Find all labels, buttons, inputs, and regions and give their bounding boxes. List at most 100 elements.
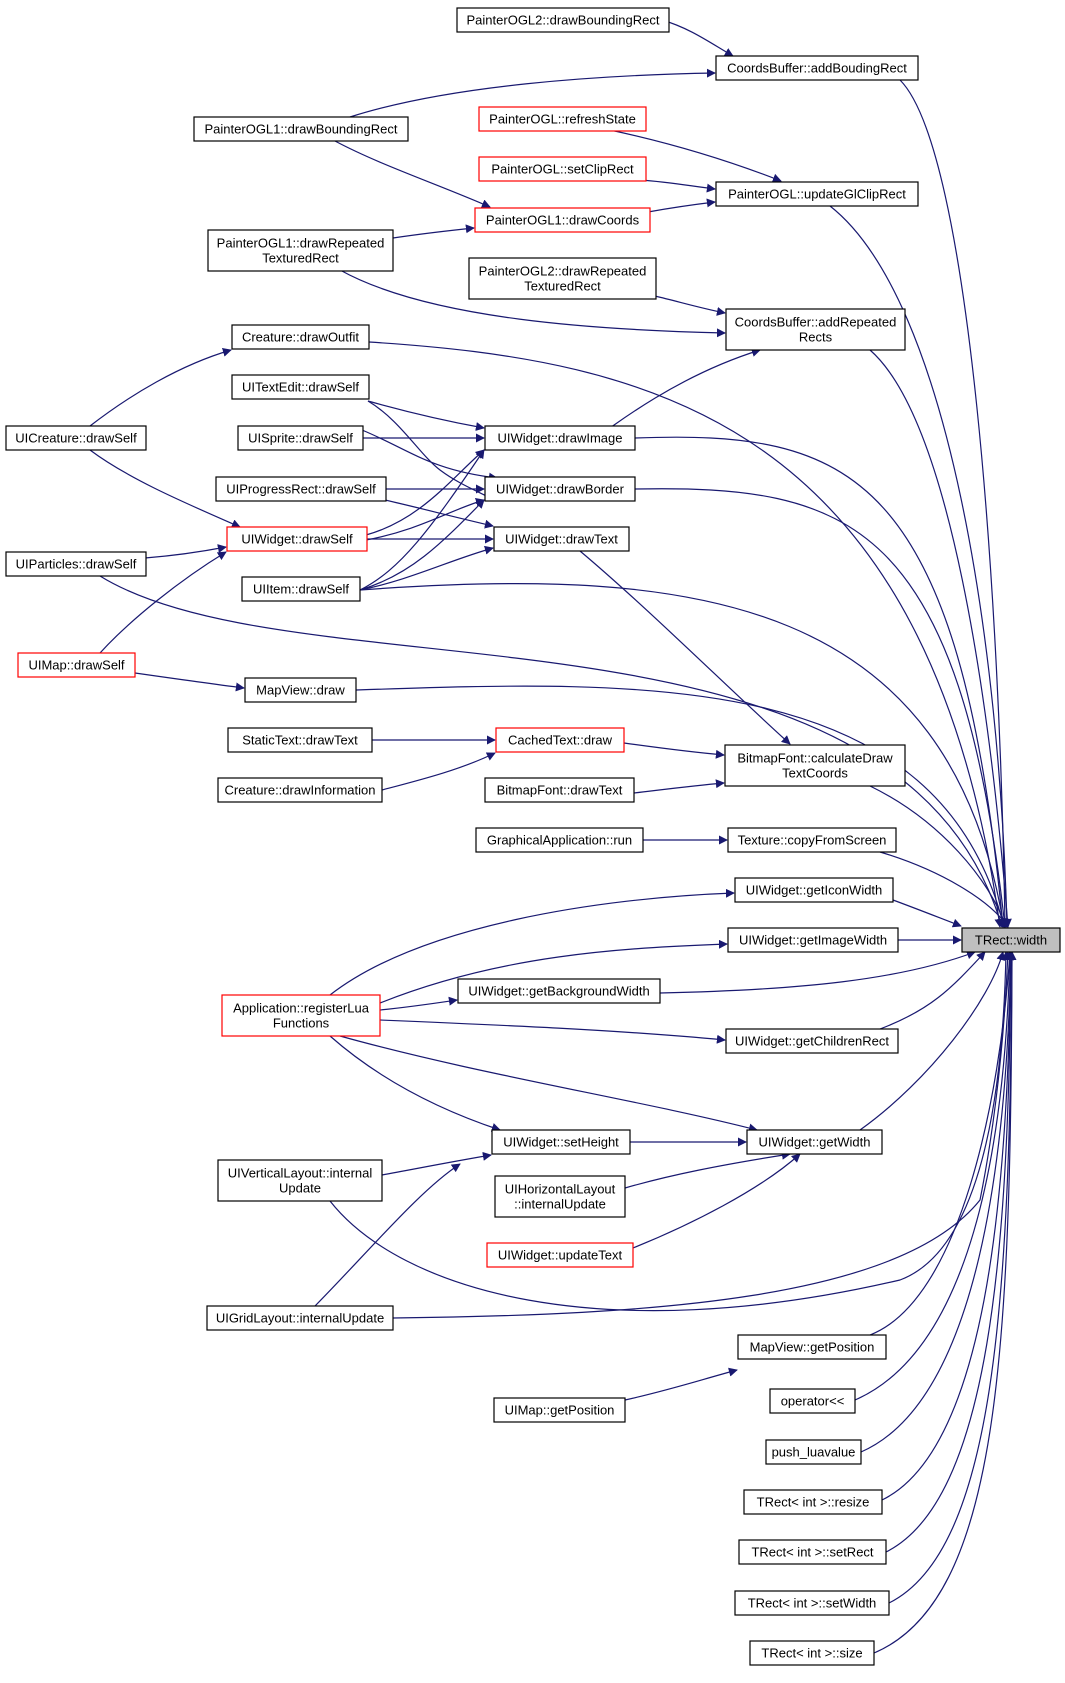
- node-push-luavalue[interactable]: push_luavalue: [765, 1439, 862, 1465]
- node-box[interactable]: [244, 677, 357, 703]
- node-painterogl-updateglcliprect[interactable]: PainterOGL::updateGlClipRect: [715, 181, 919, 207]
- node-box[interactable]: [769, 1388, 856, 1414]
- node-box[interactable]: [715, 55, 919, 81]
- node-box[interactable]: [737, 1334, 887, 1360]
- node-box[interactable]: [17, 652, 136, 678]
- node-box[interactable]: [765, 1439, 862, 1465]
- node-box[interactable]: [727, 827, 897, 853]
- node-box[interactable]: [484, 425, 636, 451]
- node-trect-width[interactable]: TRect::width: [961, 927, 1061, 953]
- node-uiwidget-getimagewidth[interactable]: UIWidget::getImageWidth: [727, 927, 899, 953]
- node-graphicalapplication-run[interactable]: GraphicalApplication::run: [475, 827, 644, 853]
- node-bitmapfont-drawtext[interactable]: BitmapFont::drawText: [484, 777, 635, 803]
- node-mapview-draw[interactable]: MapView::draw: [244, 677, 357, 703]
- node-texture-copyfromscreen[interactable]: Texture::copyFromScreen: [727, 827, 897, 853]
- node-box[interactable]: [226, 526, 368, 552]
- node-trect-resize[interactable]: TRect< int >::resize: [743, 1489, 883, 1515]
- node-uiwidget-getwidth[interactable]: UIWidget::getWidth: [746, 1129, 883, 1155]
- node-painterogl-refreshstate[interactable]: PainterOGL::refreshState: [478, 106, 647, 132]
- node-trect-size[interactable]: TRect< int >::size: [749, 1640, 875, 1666]
- node-box[interactable]: [493, 1397, 626, 1423]
- node-box[interactable]: [5, 551, 147, 577]
- node-statictext-drawtext[interactable]: StaticText::drawText: [227, 727, 373, 753]
- node-uimap-drawself[interactable]: UIMap::drawSelf: [17, 652, 136, 678]
- node-uiparticles-drawself[interactable]: UIParticles::drawSelf: [5, 551, 147, 577]
- node-uiwidget-drawtext[interactable]: UIWidget::drawText: [493, 526, 630, 552]
- node-uiwidget-drawborder[interactable]: UIWidget::drawBorder: [484, 476, 636, 502]
- node-box[interactable]: [486, 1242, 634, 1268]
- node-uigridlayout-internal[interactable]: UIGridLayout::internalUpdate: [206, 1305, 394, 1331]
- node-uiwidget-geticonwidth[interactable]: UIWidget::getIconWidth: [734, 877, 894, 903]
- node-box[interactable]: [221, 994, 381, 1037]
- node-box[interactable]: [725, 1028, 899, 1054]
- node-uicreature-drawself[interactable]: UICreature::drawSelf: [5, 425, 147, 451]
- node-creature-drawinformation[interactable]: Creature::drawInformation: [217, 777, 383, 803]
- node-creature-drawoutfit[interactable]: Creature::drawOutfit: [231, 324, 370, 350]
- node-cachedtext-draw[interactable]: CachedText::draw: [495, 727, 625, 753]
- node-box[interactable]: [206, 1305, 394, 1331]
- node-operator-shift[interactable]: operator<<: [769, 1388, 856, 1414]
- node-uisprite-drawself[interactable]: UISprite::drawSelf: [237, 425, 364, 451]
- node-box[interactable]: [231, 324, 370, 350]
- node-box[interactable]: [746, 1129, 883, 1155]
- node-box[interactable]: [241, 576, 361, 602]
- node-box[interactable]: [456, 7, 670, 33]
- node-uiwidget-setheight[interactable]: UIWidget::setHeight: [491, 1129, 631, 1155]
- node-box[interactable]: [5, 425, 147, 451]
- node-box[interactable]: [457, 978, 661, 1004]
- node-box[interactable]: [484, 476, 636, 502]
- node-box[interactable]: [491, 1129, 631, 1155]
- node-box[interactable]: [749, 1640, 875, 1666]
- node-box[interactable]: [484, 777, 635, 803]
- node-box[interactable]: [738, 1539, 887, 1565]
- node-painterogl1-drawcoords[interactable]: PainterOGL1::drawCoords: [474, 207, 651, 233]
- node-trect-setwidth[interactable]: TRect< int >::setWidth: [734, 1590, 890, 1616]
- node-box[interactable]: [734, 877, 894, 903]
- node-box[interactable]: [495, 727, 625, 753]
- node-box[interactable]: [217, 777, 383, 803]
- node-coordsbuffer-addbouding[interactable]: CoordsBuffer::addBoudingRect: [715, 55, 919, 81]
- node-box[interactable]: [715, 181, 919, 207]
- node-box[interactable]: [217, 1159, 383, 1202]
- node-box[interactable]: [475, 827, 644, 853]
- node-box[interactable]: [724, 744, 906, 787]
- node-box[interactable]: [237, 425, 364, 451]
- node-box[interactable]: [474, 207, 651, 233]
- node-box[interactable]: [231, 374, 370, 400]
- node-uitextedit-drawself[interactable]: UITextEdit::drawSelf: [231, 374, 370, 400]
- node-uiwidget-drawimage[interactable]: UIWidget::drawImage: [484, 425, 636, 451]
- node-painterogl1-drawbounding[interactable]: PainterOGL1::drawBoundingRect: [193, 116, 409, 142]
- node-uihorizontallayout-internal[interactable]: UIHorizontalLayout::internalUpdate: [494, 1175, 626, 1218]
- node-box[interactable]: [727, 927, 899, 953]
- node-box[interactable]: [215, 476, 387, 502]
- node-box[interactable]: [743, 1489, 883, 1515]
- node-painterogl2-drawbounding[interactable]: PainterOGL2::drawBoundingRect: [456, 7, 670, 33]
- node-box[interactable]: [227, 727, 373, 753]
- node-uimap-getposition[interactable]: UIMap::getPosition: [493, 1397, 626, 1423]
- node-box[interactable]: [734, 1590, 890, 1616]
- node-uiverticallayout-internal[interactable]: UIVerticalLayout::internalUpdate: [217, 1159, 383, 1202]
- node-box[interactable]: [725, 308, 906, 351]
- node-mapview-getposition[interactable]: MapView::getPosition: [737, 1334, 887, 1360]
- node-uiwidget-updatetext[interactable]: UIWidget::updateText: [486, 1242, 634, 1268]
- node-box[interactable]: [193, 116, 409, 142]
- node-box[interactable]: [478, 106, 647, 132]
- node-uiitem-drawself[interactable]: UIItem::drawSelf: [241, 576, 361, 602]
- node-box[interactable]: [468, 257, 657, 300]
- node-box[interactable]: [478, 156, 647, 182]
- node-box[interactable]: [493, 526, 630, 552]
- node-painterogl-setcliprect[interactable]: PainterOGL::setClipRect: [478, 156, 647, 182]
- node-uiwidget-getbackgroundwidth[interactable]: UIWidget::getBackgroundWidth: [457, 978, 661, 1004]
- node-uiwidget-drawself[interactable]: UIWidget::drawSelf: [226, 526, 368, 552]
- node-box[interactable]: [961, 927, 1061, 953]
- node-trect-setrect[interactable]: TRect< int >::setRect: [738, 1539, 887, 1565]
- node-uiprogressrect-drawself[interactable]: UIProgressRect::drawSelf: [215, 476, 387, 502]
- node-box[interactable]: [494, 1175, 626, 1218]
- node-box[interactable]: [207, 229, 394, 272]
- node-uiwidget-getchildrenrect[interactable]: UIWidget::getChildrenRect: [725, 1028, 899, 1054]
